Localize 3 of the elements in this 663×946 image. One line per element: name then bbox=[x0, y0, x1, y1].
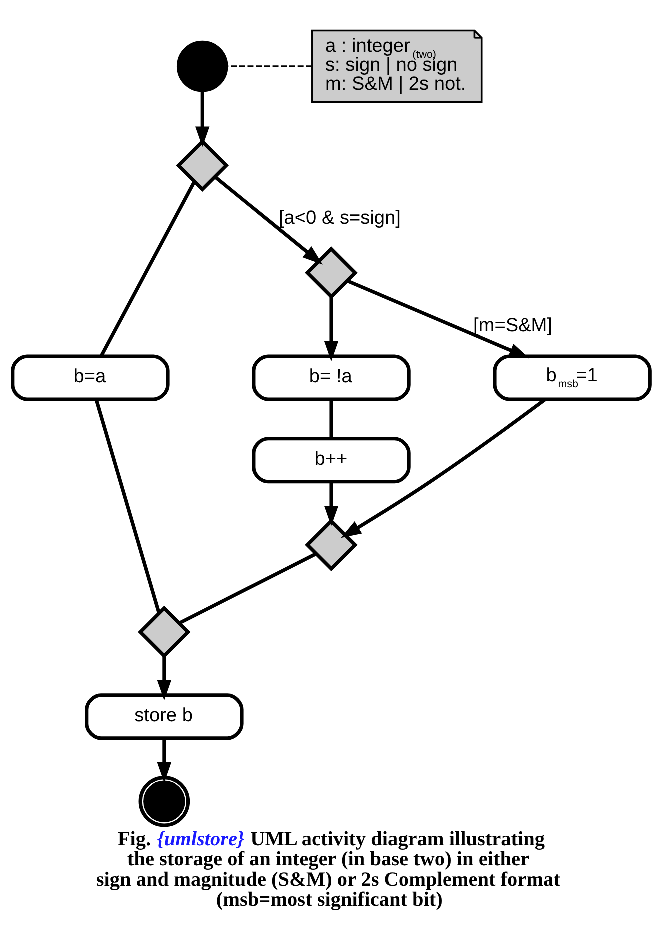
caption: Fig. {umlstore} UML activity diagram illustrating the storage of an integer (in base two) in either sign and magnitude (S&M) or 2s Complement format (msb=most significant bit) bbox=[96, 828, 560, 911]
edge-label: [m=S&M] bbox=[474, 314, 552, 336]
edge-label: [a<0 & s=sign] bbox=[278, 207, 401, 228]
